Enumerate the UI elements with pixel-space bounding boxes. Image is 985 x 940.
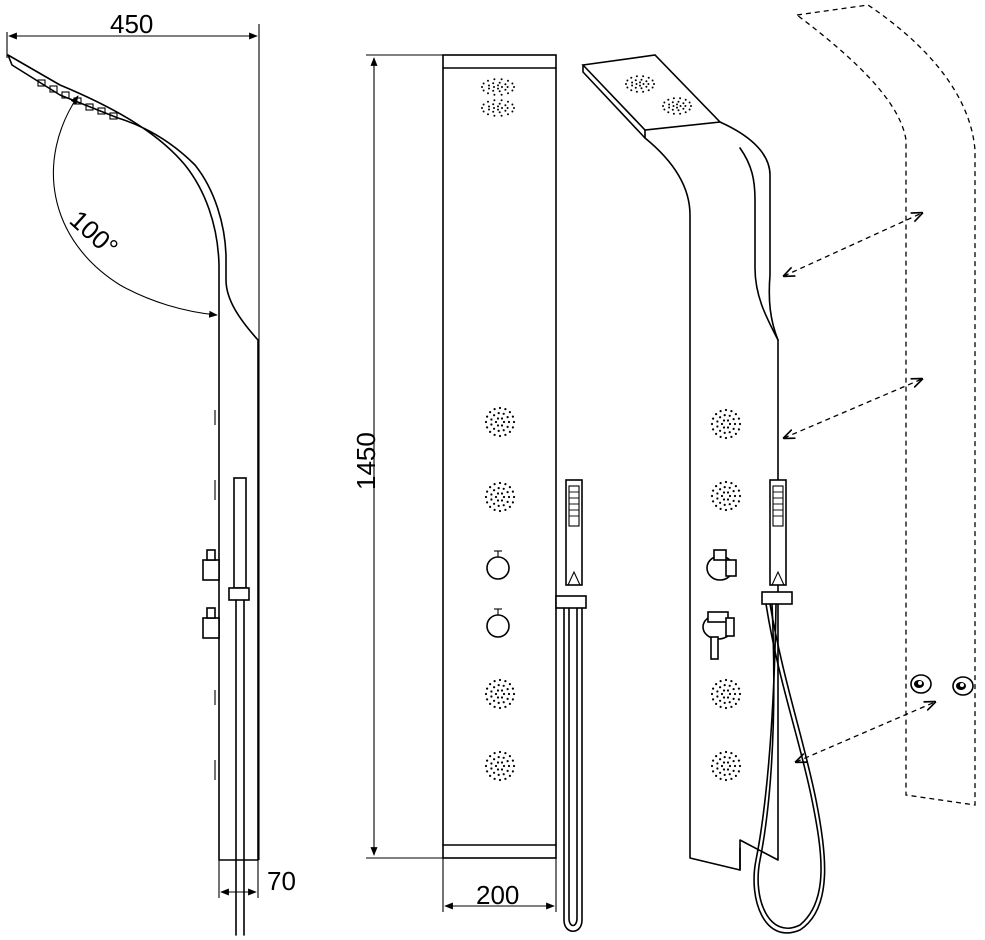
height-label: 1450 xyxy=(351,432,381,490)
front-knob-lower xyxy=(486,608,510,638)
side-view: 450 100° xyxy=(6,9,296,936)
width-label: 200 xyxy=(476,880,519,910)
wall-outline xyxy=(795,4,976,806)
front-body-jets xyxy=(484,406,516,782)
depth-dimension: 70 xyxy=(218,860,296,898)
perspective-hand-shower xyxy=(753,479,826,934)
perspective-body-jets xyxy=(710,408,742,782)
head-width-dimension: 450 xyxy=(6,9,260,860)
head-width-label: 450 xyxy=(110,9,153,39)
head-angle-dimension: 100° xyxy=(52,95,218,318)
depth-label: 70 xyxy=(267,866,296,896)
front-view: 1450 xyxy=(351,54,587,933)
perspective-body xyxy=(644,121,779,871)
side-panel-body xyxy=(7,54,259,861)
front-panel xyxy=(442,54,557,859)
perspective-head xyxy=(581,54,722,131)
perspective-head-sprays xyxy=(625,75,692,115)
front-hand-shower xyxy=(555,479,587,933)
side-hand-shower xyxy=(228,477,250,936)
height-dimension: 1450 xyxy=(351,54,445,859)
head-angle-label: 100° xyxy=(64,204,124,262)
width-dimension: 200 xyxy=(442,858,557,912)
side-knob-top xyxy=(202,549,220,581)
perspective-knob-upper xyxy=(706,549,737,581)
mounting-arrows xyxy=(784,213,935,762)
front-knob-upper xyxy=(486,550,510,580)
wall-valve-left xyxy=(910,674,932,694)
front-head-sprays xyxy=(481,78,515,117)
perspective-mixer-lever xyxy=(702,611,735,660)
wall-valve-right xyxy=(952,676,974,696)
perspective-view xyxy=(581,4,976,934)
side-knob-bottom xyxy=(202,607,220,639)
side-head-nozzles xyxy=(37,79,118,120)
